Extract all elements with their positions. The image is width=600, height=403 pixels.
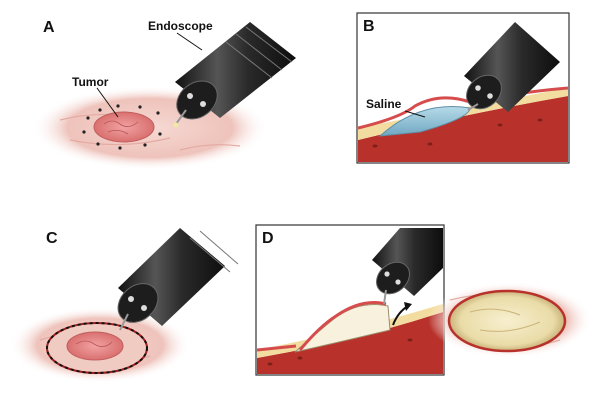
- endoscope-tip: [466, 74, 502, 110]
- saline-label: Saline: [366, 97, 402, 111]
- endoscope-tip: [176, 80, 218, 120]
- panel-a-letter: A: [43, 19, 55, 36]
- needle: [175, 109, 187, 125]
- vessel-dots: [372, 118, 543, 148]
- vessel-dots: [267, 338, 413, 366]
- saline-leader-line: [404, 110, 426, 118]
- muscle-layer: [257, 312, 443, 374]
- tumor-texture: [103, 120, 139, 135]
- needle: [467, 103, 479, 111]
- tumor-leader-line: [96, 87, 119, 118]
- endoscope-d: [372, 228, 443, 305]
- ulcer-base: [447, 289, 567, 353]
- tumor: [93, 111, 155, 143]
- scope-lens-icon: [200, 101, 206, 107]
- cautery-spark: [173, 122, 179, 128]
- endoscope-body: [372, 228, 443, 296]
- panel-b-letter: B: [363, 18, 375, 35]
- needle: [119, 313, 129, 331]
- mucosa-layer: [257, 344, 297, 352]
- arrow-head-icon: [404, 302, 412, 311]
- scope-light-icon: [475, 85, 481, 91]
- panel-c-letter: C: [46, 230, 58, 247]
- resection-bed: [428, 282, 592, 358]
- snare-wire: [383, 289, 387, 305]
- endoscope-b: [464, 22, 560, 112]
- endoscope-a: [173, 22, 296, 128]
- ulcer-texture: [469, 308, 541, 332]
- endoscope-label: Endoscope: [148, 19, 213, 33]
- scope-lens-icon: [487, 93, 493, 99]
- endoscope-ribs: [225, 26, 293, 79]
- endoscope-tip: [376, 261, 410, 295]
- scope-light-icon: [187, 93, 193, 99]
- scope-light-icon: [128, 296, 134, 302]
- marking-dots: [82, 104, 162, 150]
- tumor-texture: [75, 340, 113, 347]
- endoscope-leader-line: [176, 32, 203, 51]
- tumor: [66, 331, 124, 361]
- panel-d: D: [255, 224, 592, 376]
- muscle-layer: [358, 96, 568, 162]
- scope-lens-icon: [141, 305, 147, 311]
- tumor-label: Tumor: [72, 75, 109, 89]
- endoscope-tip: [117, 283, 159, 323]
- scope-light-icon: [384, 271, 390, 277]
- panel-b: B Saline: [356, 12, 570, 164]
- endoscope-ribs: [189, 230, 239, 273]
- mucosa-flap: [298, 301, 387, 351]
- panel-a: A Tumor Endoscope: [32, 19, 296, 170]
- panel-c: C: [10, 228, 239, 383]
- endoscope-c: [117, 228, 239, 331]
- scope-lens-icon: [395, 279, 401, 285]
- incision-line: [46, 322, 148, 374]
- panel-d-letter: D: [262, 230, 274, 247]
